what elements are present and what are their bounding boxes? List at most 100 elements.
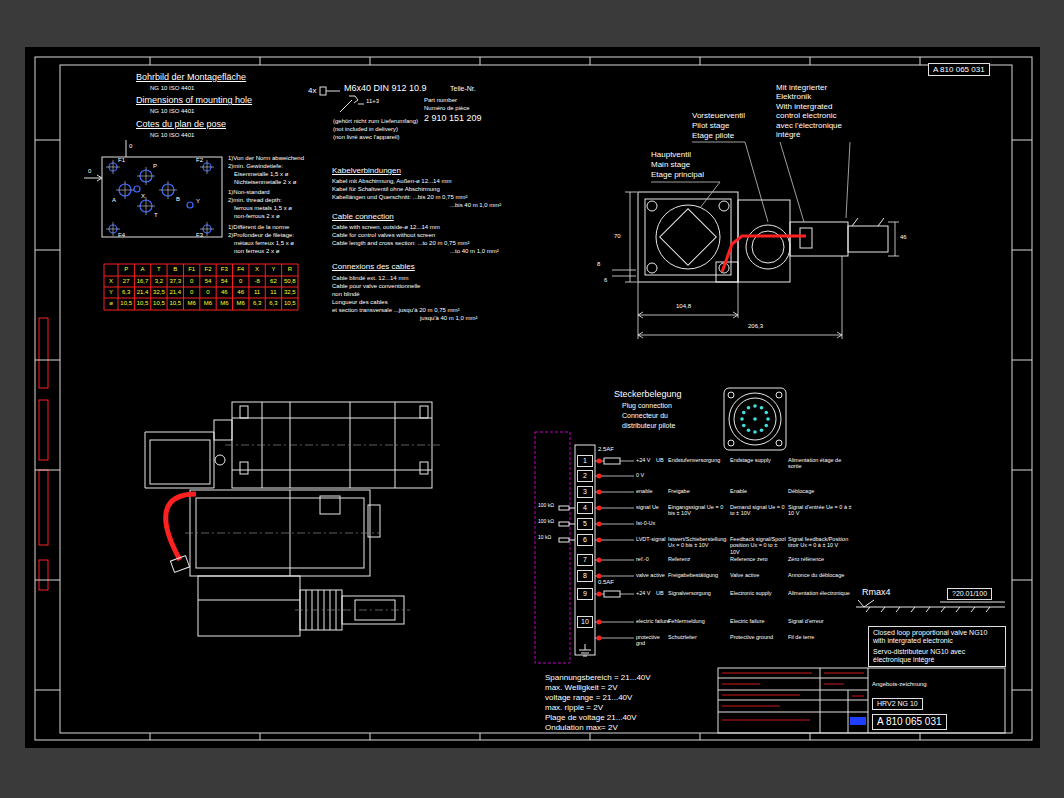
valve-side-view xyxy=(215,455,225,465)
frame-tick xyxy=(810,733,811,740)
table-cell: 27 xyxy=(118,278,134,285)
frame-tick xyxy=(1012,580,1032,581)
plug-connector xyxy=(776,392,782,398)
frame-tick xyxy=(590,733,591,740)
table-cell: 37,3 xyxy=(167,278,183,285)
table-cell: T xyxy=(151,266,167,273)
resistor-symbol xyxy=(569,540,575,541)
screw-symbol xyxy=(358,104,364,105)
cable-plug xyxy=(170,556,189,573)
note-text: non ferreux 2 x ø xyxy=(234,248,279,255)
part-number: 2 910 151 209 xyxy=(424,113,482,123)
terminal-dot xyxy=(597,490,602,495)
signal-name: Ist-0-Ux xyxy=(636,520,670,526)
pin-function: Freigabebestätigung xyxy=(668,572,728,578)
mounting-hole-outline xyxy=(84,140,222,237)
port-letter: F4 xyxy=(118,232,125,239)
frame-tick xyxy=(260,57,261,65)
port-letter: B xyxy=(176,196,180,203)
centre-line xyxy=(295,610,410,611)
heading-text: Plug connection xyxy=(622,402,672,410)
standard-ref: NG 10 ISO 4401 xyxy=(150,132,194,139)
table-cell: 3,2 xyxy=(151,278,167,285)
note-text: non blindé xyxy=(332,291,360,298)
table-cell: 10,5 xyxy=(134,300,150,307)
frame-tick xyxy=(590,57,591,65)
plug-pin xyxy=(764,424,768,428)
table-grid xyxy=(104,264,298,265)
signal-name: protective gnd xyxy=(636,634,670,647)
note-text: Cable pour valve conventionnelle xyxy=(332,283,420,290)
pin-function: Enable xyxy=(730,488,786,494)
port-bore xyxy=(187,202,193,208)
surface-roughness-symbol xyxy=(856,600,1005,612)
spec-text: voltage range = 21...40V xyxy=(545,693,632,702)
table-cell: F2 xyxy=(200,266,216,273)
pin-function: Signalversorgung xyxy=(668,590,728,596)
signal-name: +24 V xyxy=(636,457,670,463)
dimension-line xyxy=(842,256,843,339)
table-cell: 21,4 xyxy=(167,289,183,296)
terminal-dot xyxy=(597,459,602,464)
table-cell: F4 xyxy=(233,266,249,273)
terminal-box: 4 xyxy=(577,502,593,514)
part-number-label: Numéro de pièce xyxy=(424,105,470,112)
leader-line xyxy=(846,142,850,218)
fuse-symbol xyxy=(604,591,620,597)
pin-function: Annonce du déblocage xyxy=(788,572,852,578)
note-text: 2)min. Gewindetiefe: xyxy=(228,163,283,170)
table-cell: 16,7 xyxy=(134,278,150,285)
valve-top-view xyxy=(738,200,790,282)
heading-text: Cable connection xyxy=(332,212,394,221)
dimension-line xyxy=(638,315,738,316)
leader-line xyxy=(651,182,720,208)
frame-tick xyxy=(35,57,1032,740)
valve-side-view xyxy=(240,406,248,418)
note-text: Kabel für Schaltventil ohne Abschirmung xyxy=(332,186,440,193)
resistor-symbol xyxy=(559,506,575,542)
title-block xyxy=(718,668,868,733)
note-text: Kabellängen und Querschnitt: ...bis 20 m… xyxy=(332,194,467,201)
dimension-line xyxy=(895,222,896,256)
table-cell: M6 xyxy=(216,300,232,307)
pin-function: Electric failure xyxy=(730,618,786,624)
note-text: Cable length and cross section: ...to 20… xyxy=(332,240,469,247)
resistor-symbol xyxy=(559,506,569,510)
callout-text: Vorsteuerventil xyxy=(692,111,745,120)
table-grid xyxy=(104,264,105,310)
signal-name: ref.-0 xyxy=(636,556,670,562)
note-text: Kabel mit Abschirmung, Außen-ø 12...14 m… xyxy=(332,178,451,185)
resistor-symbol xyxy=(559,522,569,526)
pin-function: Istwert/Schieberstellung Ux = 0 bis ± 10… xyxy=(668,536,728,549)
frame-tick xyxy=(370,57,371,65)
port-letter: A xyxy=(112,197,116,204)
port-letter: P xyxy=(153,163,157,170)
spec-text: max. ripple = 2V xyxy=(545,703,603,712)
port-letter: 0 xyxy=(129,143,132,150)
signal-name: +24 V xyxy=(636,590,670,596)
terminal-dot xyxy=(597,620,602,625)
note-text: ...to 40 m 1,0 mm² xyxy=(450,248,499,255)
surface-roughness-symbol xyxy=(858,600,874,607)
pin-function: Feedback signal/Spool position Ux = 0 to… xyxy=(730,536,786,555)
dimension-value: 11+3 xyxy=(366,98,379,105)
table-cell: 0 xyxy=(233,278,249,285)
note-text: Cable for control valves without screen xyxy=(332,232,435,239)
frame-tick xyxy=(35,360,60,361)
callout-text: With intergrated xyxy=(776,102,832,111)
pin-function: Electronic supply xyxy=(730,590,786,596)
standard-ref: NG 10 ISO 4401 xyxy=(150,85,194,92)
node-text: 3 xyxy=(578,487,592,497)
terminal-dot xyxy=(597,474,602,479)
callout-text: Etage pilote xyxy=(692,131,734,140)
plug-pin xyxy=(742,411,746,415)
table-grid xyxy=(134,264,135,310)
pin-function: Reference zero xyxy=(730,556,786,562)
node-text: 5 xyxy=(578,519,592,529)
sheet-frame xyxy=(35,57,1032,740)
plug-pin xyxy=(742,424,746,428)
terminal-strip xyxy=(575,445,595,655)
valve-side-view xyxy=(395,402,396,488)
valve-side-view xyxy=(198,600,300,601)
plug-pin xyxy=(753,404,757,408)
